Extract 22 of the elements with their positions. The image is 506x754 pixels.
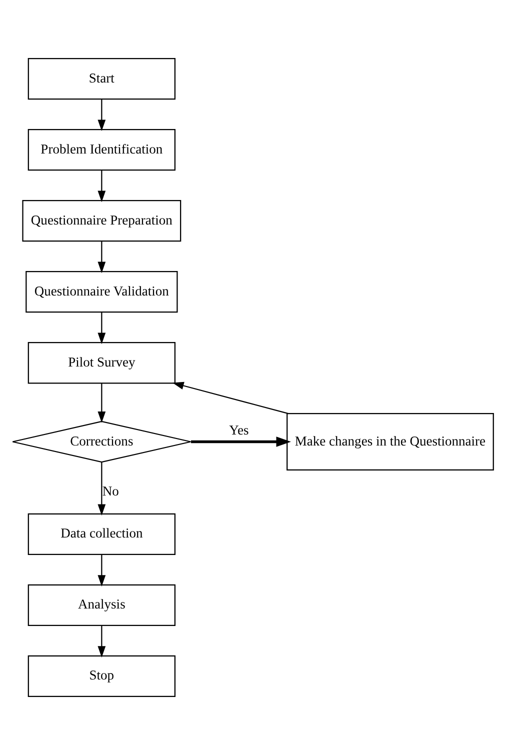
- arrow: [98, 170, 106, 202]
- arrow: [191, 436, 291, 446]
- node-box: Stop: [28, 654, 176, 697]
- arrow: [98, 312, 106, 344]
- arrow: [98, 554, 106, 586]
- node-diamond: Corrections: [12, 420, 192, 462]
- arrow: [98, 382, 106, 422]
- node-box: Questionnaire Validation: [26, 270, 178, 312]
- node-box: Make changes in the Questionnaire: [286, 412, 494, 470]
- arrow: [98, 462, 106, 516]
- node-box: Start: [28, 57, 176, 100]
- arrow: [98, 98, 106, 131]
- node-box: Pilot Survey: [28, 342, 176, 384]
- node-box: Problem Identification: [28, 128, 176, 170]
- arrow: [98, 625, 106, 657]
- node-box: Data collection: [28, 512, 176, 555]
- arrow: [172, 381, 288, 414]
- node-box: Analysis: [28, 584, 176, 626]
- edge-label: Yes: [229, 422, 249, 438]
- edge-label: No: [102, 482, 119, 498]
- node-box: Questionnaire Preparation: [22, 199, 182, 242]
- arrow: [98, 240, 106, 273]
